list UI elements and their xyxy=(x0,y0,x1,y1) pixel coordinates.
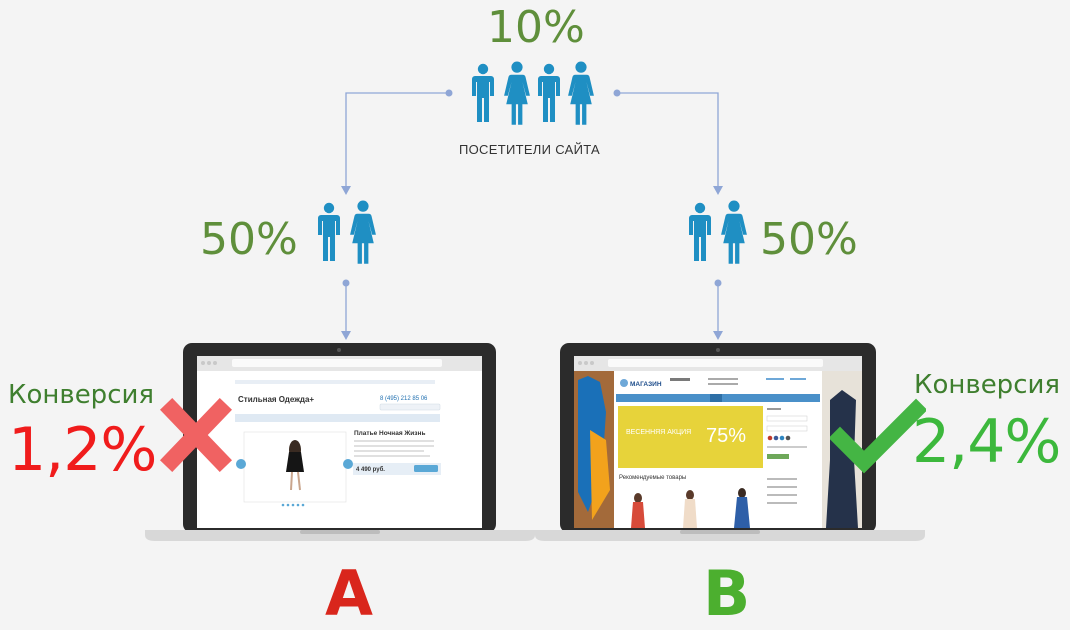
variant-a-letter: A xyxy=(325,557,373,630)
conversion-b-label: Конверсия xyxy=(914,370,1061,400)
right-pair-icon xyxy=(688,199,750,265)
site-b-banner-percent: 75% xyxy=(706,425,746,447)
cross-icon xyxy=(160,398,232,472)
right-branch-percent: 50% xyxy=(760,214,858,265)
conversion-a-label: Конверсия xyxy=(8,380,155,410)
visitors-label: ПОСЕТИТЕЛИ САЙТА xyxy=(459,142,600,157)
laptop-b: МАГАЗИН ВЕСЕННЯЯ АКЦИЯ 75% Рекомендуемые… xyxy=(535,343,925,541)
conversion-a-value: 1,2% xyxy=(8,415,157,485)
top-percent: 10% xyxy=(487,2,585,53)
site-b-banner-text: ВЕСЕННЯЯ АКЦИЯ xyxy=(626,429,691,436)
site-a-phone: 8 (495) 212 85 06 xyxy=(380,396,428,402)
left-pair-icon xyxy=(317,199,379,265)
conversion-b-value: 2,4% xyxy=(912,407,1061,477)
site-a-price: 4 490 руб. xyxy=(356,466,385,473)
check-icon xyxy=(830,398,926,474)
site-b-section-title: Рекомендуемые товары xyxy=(619,475,686,481)
left-branch-percent: 50% xyxy=(200,214,298,265)
site-b-shop-name: МАГАЗИН xyxy=(630,381,662,388)
laptop-a: Стильная Одежда+ 8 (495) 212 85 06 Плать… xyxy=(145,343,535,541)
variant-b-letter: B xyxy=(703,557,751,630)
site-a-shop-name: Стильная Одежда+ xyxy=(238,395,314,404)
visitors-group-icon xyxy=(471,60,596,126)
site-a-product-title: Платье Ночная Жизнь xyxy=(354,430,425,437)
